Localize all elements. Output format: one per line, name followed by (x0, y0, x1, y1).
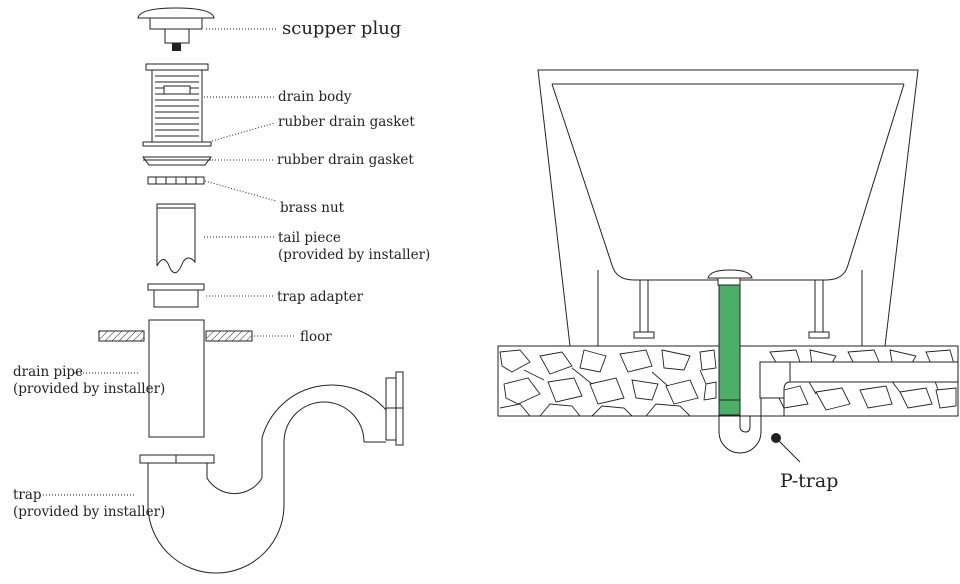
trap-adapter-part (147, 283, 205, 308)
floor-label: floor (300, 329, 332, 345)
trap-adapter-label: trap adapter (277, 289, 364, 305)
brass-nut-label: brass nut (280, 200, 345, 216)
leader-lines (40, 28, 296, 496)
rubber-gasket-label-2: rubber drain gasket (277, 152, 414, 168)
scupper-plug-part (137, 7, 215, 51)
highlighted-drain-pipe (718, 284, 741, 416)
tail-piece-label: tail piece (278, 230, 341, 246)
trap-part (139, 371, 404, 574)
tub-legs (633, 279, 830, 339)
p-trap (718, 398, 785, 454)
installed-bathtub-diagram: P-trap (497, 69, 959, 492)
brass-nut-part (147, 176, 205, 185)
scupper-plug-label: scupper plug (282, 18, 401, 39)
tail-piece-note: (provided by installer) (278, 247, 430, 263)
drain-body-part (142, 63, 212, 147)
rubber-gasket-part (142, 156, 212, 166)
p-trap-callout (771, 433, 801, 463)
rubber-gasket-label-1: rubber drain gasket (278, 114, 415, 130)
tail-piece-part (156, 203, 196, 274)
trap-note: (provided by installer) (13, 504, 165, 520)
exploded-drain-assembly: scupper plug drain body rubber drain gas… (13, 7, 430, 574)
floor-hatch (98, 330, 253, 342)
drain-pipe-note: (provided by installer) (13, 381, 165, 397)
drain-pipe-label: drain pipe (13, 364, 83, 380)
tub-drain-pipe (707, 269, 753, 416)
drain-pipe-part (148, 319, 205, 438)
trap-label: trap (13, 487, 42, 503)
p-trap-label: P-trap (780, 470, 838, 492)
drain-body-label: drain body (278, 89, 352, 105)
